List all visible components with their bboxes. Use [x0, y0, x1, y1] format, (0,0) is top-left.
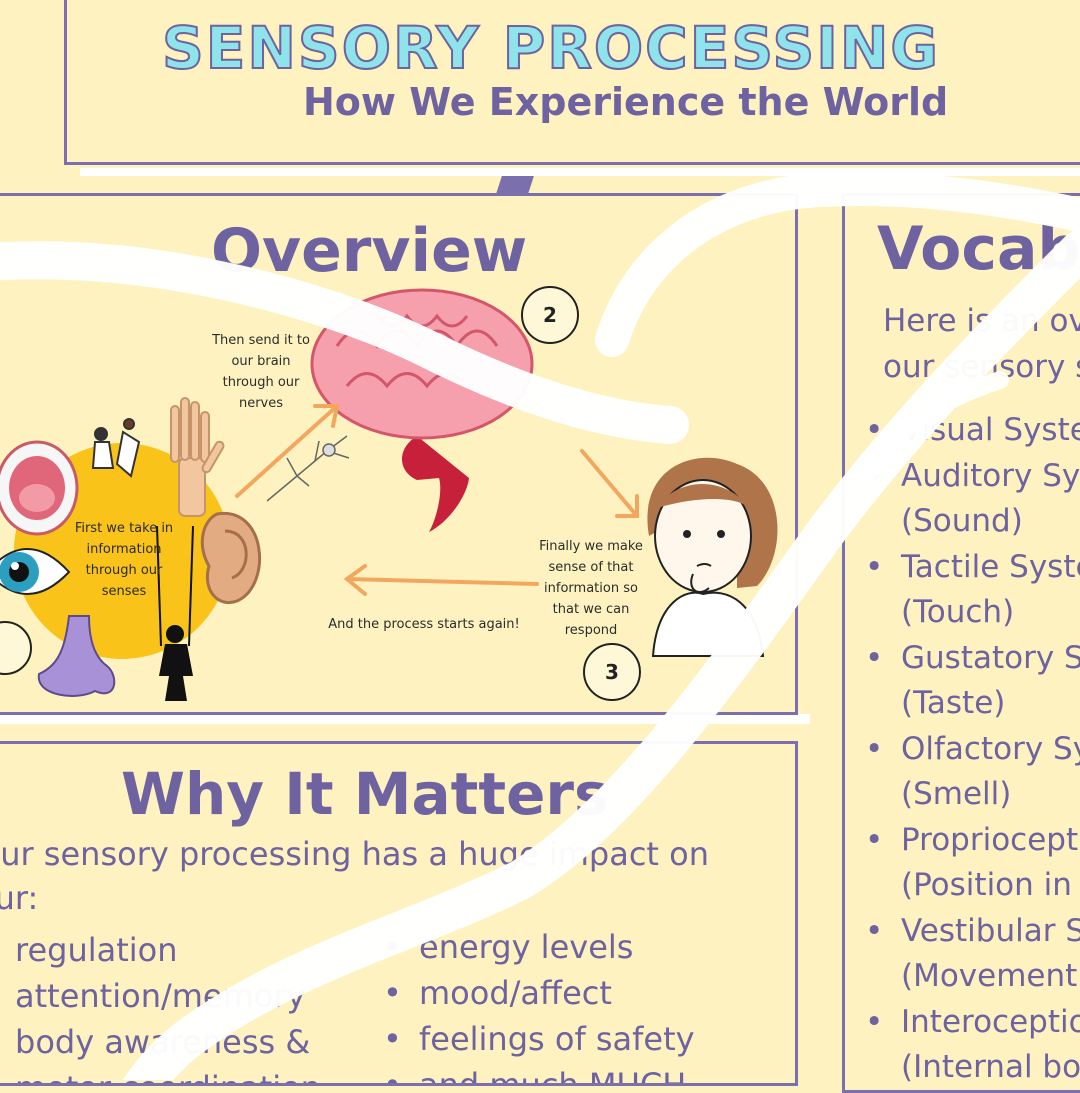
arrow-back-to-senses [345, 577, 539, 586]
vocabulary-panel: Vocabulary Here is an overview of our se… [842, 193, 1080, 1093]
neuron-icon [266, 435, 350, 502]
list-item: energy levels [383, 924, 695, 970]
mouth-icon [0, 440, 79, 536]
why-list-right: energy levels mood/affect feelings of sa… [383, 924, 695, 1083]
caption-senses: First we take in information through our… [74, 521, 174, 599]
list-item: Interoception(Internal bo [863, 1000, 1080, 1091]
list-item: Olfactory System(Smell) [863, 727, 1080, 818]
page-title: SENSORY PROCESSING [161, 13, 941, 83]
list-item: Vestibular System(Movement [863, 909, 1080, 1000]
thinking-girl-icon [647, 457, 778, 657]
step-3-badge: 3 [583, 643, 641, 701]
list-item: Gustatory System(Taste) [863, 636, 1080, 727]
why-list-left: regulation attention/memory body awarene… [0, 927, 321, 1083]
list-item: Visual System [863, 408, 1080, 454]
vocab-intro: Here is an overview of our sensory syste… [883, 303, 1080, 385]
list-item: feelings of safety [383, 1016, 695, 1062]
list-item: motor coordination [0, 1065, 321, 1083]
list-item: attention/memory [0, 973, 321, 1019]
arrow-to-brain [235, 404, 339, 498]
list-item: Auditory System(Sound) [863, 454, 1080, 545]
ear-icon [200, 512, 261, 604]
step-1-badge [0, 621, 32, 675]
why-intro: Our sensory processing has a huge impact… [0, 835, 709, 917]
brain-icon [310, 288, 534, 532]
why-title: Why It Matters [121, 760, 609, 828]
page-subtitle: How We Experience the World [303, 80, 949, 124]
hand-icon [170, 397, 225, 517]
list-item: mood/affect [383, 970, 695, 1016]
why-it-matters-panel: Why It Matters Our sensory processing ha… [0, 741, 798, 1086]
vocab-title: Vocabulary [877, 214, 1080, 284]
vocab-list: Visual System Auditory System(Sound) Tac… [863, 408, 1080, 1091]
header-banner: SENSORY PROCESSING How We Experience the… [64, 0, 1080, 165]
nose-icon [37, 615, 116, 697]
sensory-cycle-illustration [0, 288, 778, 701]
list-item: and much MUCH [383, 1062, 695, 1083]
list-item: Proprioception(Position in [863, 818, 1080, 909]
list-item: Tactile System(Touch) [863, 545, 1080, 636]
caption-process-again: And the process starts again! [328, 617, 520, 632]
step-2-badge: 2 [521, 286, 579, 344]
list-item: regulation [0, 927, 321, 973]
caption-nerves: Then send it to our brain through our ne… [212, 333, 310, 411]
overview-panel: Overview [0, 193, 798, 715]
list-item: body awareness & [0, 1019, 321, 1065]
arrow-to-girl [580, 449, 639, 518]
eye-icon [0, 548, 71, 595]
caption-respond: Finally we make sense of that informatio… [539, 539, 643, 638]
